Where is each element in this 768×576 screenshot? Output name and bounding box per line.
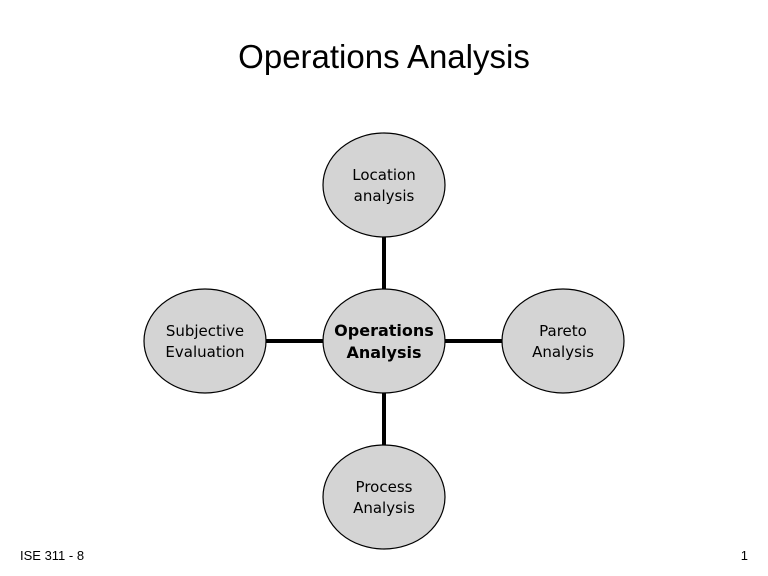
node-subjective-evaluation-line1: Subjective — [166, 322, 244, 340]
node-operations-analysis-shape — [322, 288, 446, 394]
node-process-analysis-shape — [322, 444, 446, 550]
node-process-analysis-line2: Analysis — [353, 499, 415, 517]
node-location-analysis-line2: analysis — [354, 187, 415, 205]
node-location-analysis-line1: Location — [352, 166, 415, 184]
node-subjective-evaluation: Subjective Evaluation — [143, 288, 267, 394]
node-pareto-analysis-shape — [501, 288, 625, 394]
node-operations-analysis-line1: Operations — [334, 321, 434, 340]
page-number: 1 — [740, 548, 748, 563]
node-pareto-analysis: Pareto Analysis — [501, 288, 625, 394]
node-location-analysis-shape — [322, 132, 446, 238]
node-pareto-analysis-line1: Pareto — [539, 322, 587, 340]
slide-title: Operations Analysis — [238, 38, 530, 75]
node-pareto-analysis-line2: Analysis — [532, 343, 594, 361]
footer-course-label: ISE 311 - 8 — [20, 548, 85, 563]
node-subjective-evaluation-line2: Evaluation — [165, 343, 244, 361]
node-subjective-evaluation-shape — [143, 288, 267, 394]
node-operations-analysis: Operations Analysis — [322, 288, 446, 394]
node-process-analysis-line1: Process — [356, 478, 413, 496]
node-operations-analysis-line2: Analysis — [346, 343, 421, 362]
node-process-analysis: Process Analysis — [322, 444, 446, 550]
node-location-analysis: Location analysis — [322, 132, 446, 238]
